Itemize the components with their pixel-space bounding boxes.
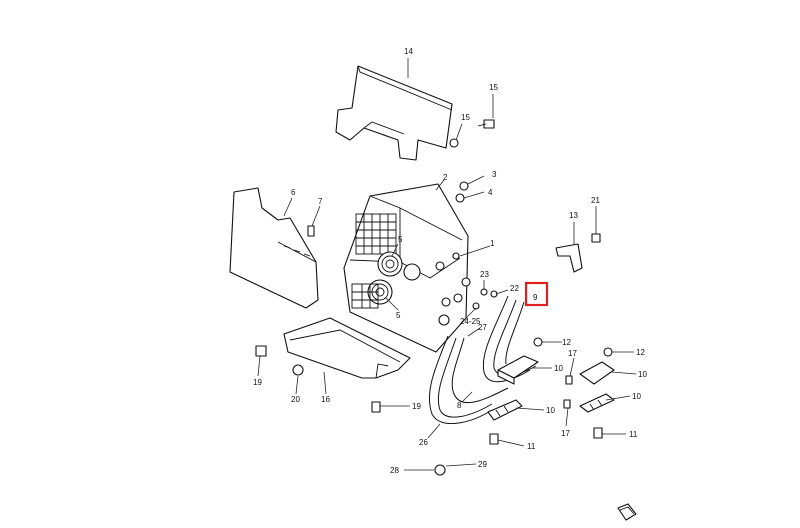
leader-lines xyxy=(257,58,637,471)
side-panel xyxy=(229,187,319,309)
callout-17-upper: 17 xyxy=(568,349,577,358)
clamp-10-d xyxy=(579,393,615,413)
callout-15-top: 15 xyxy=(489,83,498,92)
callout-17-lower: 17 xyxy=(561,429,570,438)
bottom-bracket xyxy=(283,317,411,379)
callout-12-left: 12 xyxy=(562,338,571,347)
callout-23: 23 xyxy=(480,270,489,279)
page-corner-icon xyxy=(617,503,637,521)
callout-10-a: 10 xyxy=(554,364,563,373)
callout-3: 3 xyxy=(492,170,497,179)
callout-19-right: 19 xyxy=(412,402,421,411)
heater-box xyxy=(343,183,471,353)
callout-7: 7 xyxy=(318,197,323,206)
callout-6: 6 xyxy=(291,188,296,197)
callout-4: 4 xyxy=(488,188,493,197)
small-hardware xyxy=(255,181,613,476)
bracket-13 xyxy=(555,233,601,273)
callout-16: 16 xyxy=(321,395,330,404)
callout-labels: 14 15 15 3 2 4 6 7 5 5 1 13 21 23 22 9 2… xyxy=(253,47,647,475)
clamp-10-c xyxy=(579,361,615,385)
callout-28: 28 xyxy=(390,466,399,475)
callout-21: 21 xyxy=(591,196,600,205)
callout-14: 14 xyxy=(404,47,413,56)
callout-19-left: 19 xyxy=(253,378,262,387)
callout-20: 20 xyxy=(291,395,300,404)
callout-9: 9 xyxy=(533,293,538,302)
callout-15-mid: 15 xyxy=(461,113,470,122)
clamp-10-b xyxy=(487,399,523,421)
callout-11-right: 11 xyxy=(629,430,638,439)
upper-grille xyxy=(355,213,397,255)
callout-10-d: 10 xyxy=(632,392,641,401)
callout-10-b: 10 xyxy=(546,406,555,415)
clamp-10-a xyxy=(497,355,539,385)
callout-27: 27 xyxy=(478,323,487,332)
callout-8: 8 xyxy=(457,401,462,410)
callout-24-25: 24-25 xyxy=(460,317,481,326)
callout-13: 13 xyxy=(569,211,578,220)
callout-1: 1 xyxy=(490,239,495,248)
clip-7 xyxy=(307,225,315,237)
callout-5-lower: 5 xyxy=(396,311,401,320)
callout-22: 22 xyxy=(510,284,519,293)
callout-12-right: 12 xyxy=(636,348,645,357)
callout-10-c: 10 xyxy=(638,370,647,379)
callout-11-left: 11 xyxy=(527,442,536,451)
callout-2: 2 xyxy=(443,173,448,182)
top-cover-plate xyxy=(335,65,453,161)
bolt-15 xyxy=(449,119,495,148)
callout-5-upper: 5 xyxy=(398,235,403,244)
callout-26: 26 xyxy=(419,438,428,447)
highlight-box-9 xyxy=(524,281,549,307)
callout-29: 29 xyxy=(478,460,487,469)
